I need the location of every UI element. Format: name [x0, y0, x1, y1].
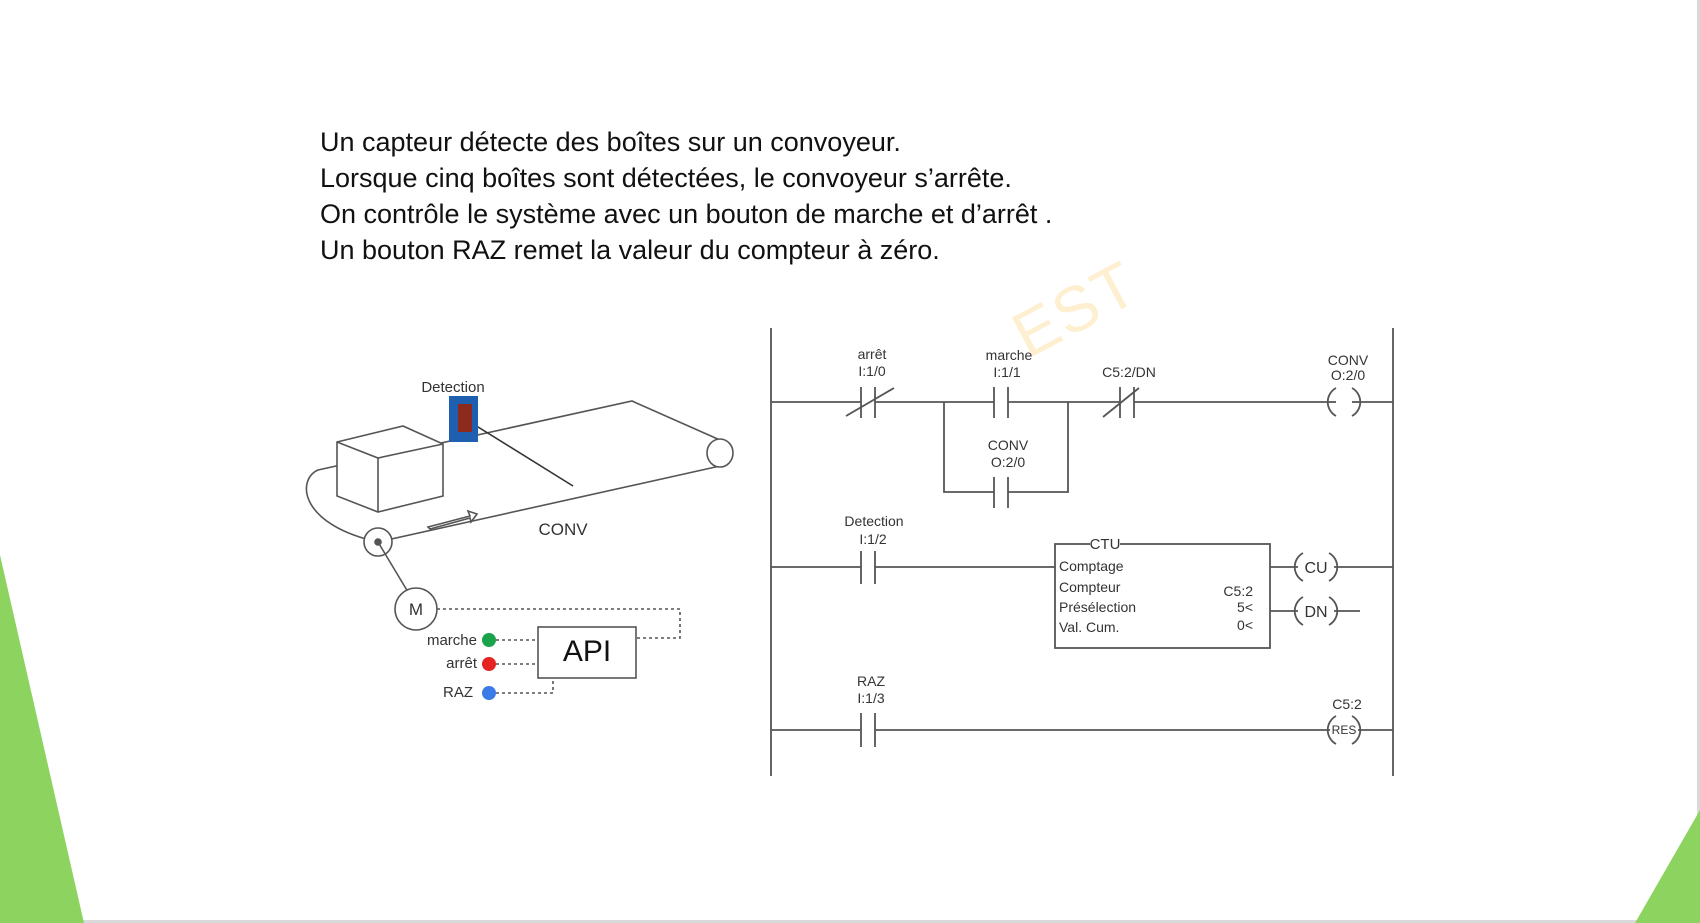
output-cu-coil: [1293, 552, 1339, 582]
conv-coil-name: CONV: [1328, 352, 1369, 368]
sensor-beam: [469, 421, 574, 487]
output-dn-label: DN: [1304, 604, 1327, 621]
contact-arret-nc: [845, 387, 895, 418]
arret-button: [482, 657, 496, 671]
marche-contact-address: I:1/1: [993, 364, 1020, 380]
box: [336, 425, 444, 513]
conveyor-belt: [305, 400, 721, 543]
slide-bottom-border: [0, 920, 1700, 923]
statement-line-4: Un bouton RAZ remet la valeur du compteu…: [320, 235, 940, 265]
conv-coil-address: O:2/0: [1331, 367, 1365, 383]
ctu-block: [1054, 543, 1271, 649]
statement-line-3: On contrôle le système avec un bouton de…: [320, 199, 1053, 229]
holding-contact-address: O:2/0: [991, 454, 1025, 470]
plc-box: [537, 626, 637, 679]
output-dn-coil: [1293, 596, 1339, 626]
rung-2: [771, 543, 1393, 649]
conveyor-roller-right: [706, 438, 734, 468]
contact-c5-dn-nc: [1100, 387, 1140, 418]
green-corner-right: [1635, 810, 1700, 923]
ctu-row-compteur: Compteur: [1059, 579, 1121, 595]
ctu-row-val-cum: Val. Cum.: [1059, 619, 1119, 635]
marche-contact-name: marche: [986, 347, 1033, 363]
arret-contact-address: I:1/0: [858, 363, 885, 379]
raz-contact-name: RAZ: [857, 673, 885, 689]
coil-conv-output: [1326, 387, 1362, 417]
slide-right-border: [1697, 0, 1700, 923]
conveyor-label: CONV: [538, 520, 588, 539]
ctu-row-preselection: Présélection: [1059, 599, 1136, 615]
green-corner-left: [0, 555, 84, 923]
res-coil-label: RES: [1332, 723, 1357, 737]
conveyor-illustration: [305, 400, 734, 694]
holding-branch: [943, 402, 1069, 508]
ctu-preset-value: 5<: [1237, 599, 1253, 615]
statement-line-1: Un capteur détecte des boîtes sur un con…: [320, 127, 901, 157]
arret-contact-name: arrêt: [858, 346, 887, 362]
raz-label: RAZ: [443, 684, 473, 701]
ladder-diagram: [770, 328, 1394, 776]
c5-dn-contact-address: C5:2/DN: [1102, 364, 1156, 380]
arret-label: arrêt: [446, 655, 478, 672]
motor-label: M: [409, 600, 423, 619]
coil-res: [1326, 715, 1362, 745]
res-coil-address: C5:2: [1332, 696, 1362, 712]
raz-contact-address: I:1/3: [857, 690, 884, 706]
rung-1: [771, 387, 1393, 508]
raz-button: [482, 686, 496, 700]
rung-3: [771, 713, 1393, 747]
marche-label: marche: [427, 632, 477, 649]
ctu-row-comptage: Comptage: [1059, 558, 1124, 574]
sensor-label: Detection: [421, 379, 484, 396]
detection-contact-name: Detection: [844, 513, 903, 529]
ctu-title: CTU: [1090, 536, 1121, 553]
holding-contact-name: CONV: [988, 437, 1029, 453]
contact-marche-no: [993, 387, 1009, 418]
problem-statement: Un capteur détecte des boîtes sur un con…: [320, 124, 1052, 268]
ctu-accum-value: 0<: [1237, 617, 1253, 633]
output-cu-label: CU: [1304, 560, 1327, 577]
ctu-counter-value: C5:2: [1223, 583, 1253, 599]
detection-contact-address: I:1/2: [859, 531, 886, 547]
plc-label: API: [563, 635, 611, 668]
conveyor-motion-arrow: [426, 509, 479, 530]
marche-button: [482, 633, 496, 647]
statement-line-2: Lorsque cinq boîtes sont détectées, le c…: [320, 163, 1012, 193]
